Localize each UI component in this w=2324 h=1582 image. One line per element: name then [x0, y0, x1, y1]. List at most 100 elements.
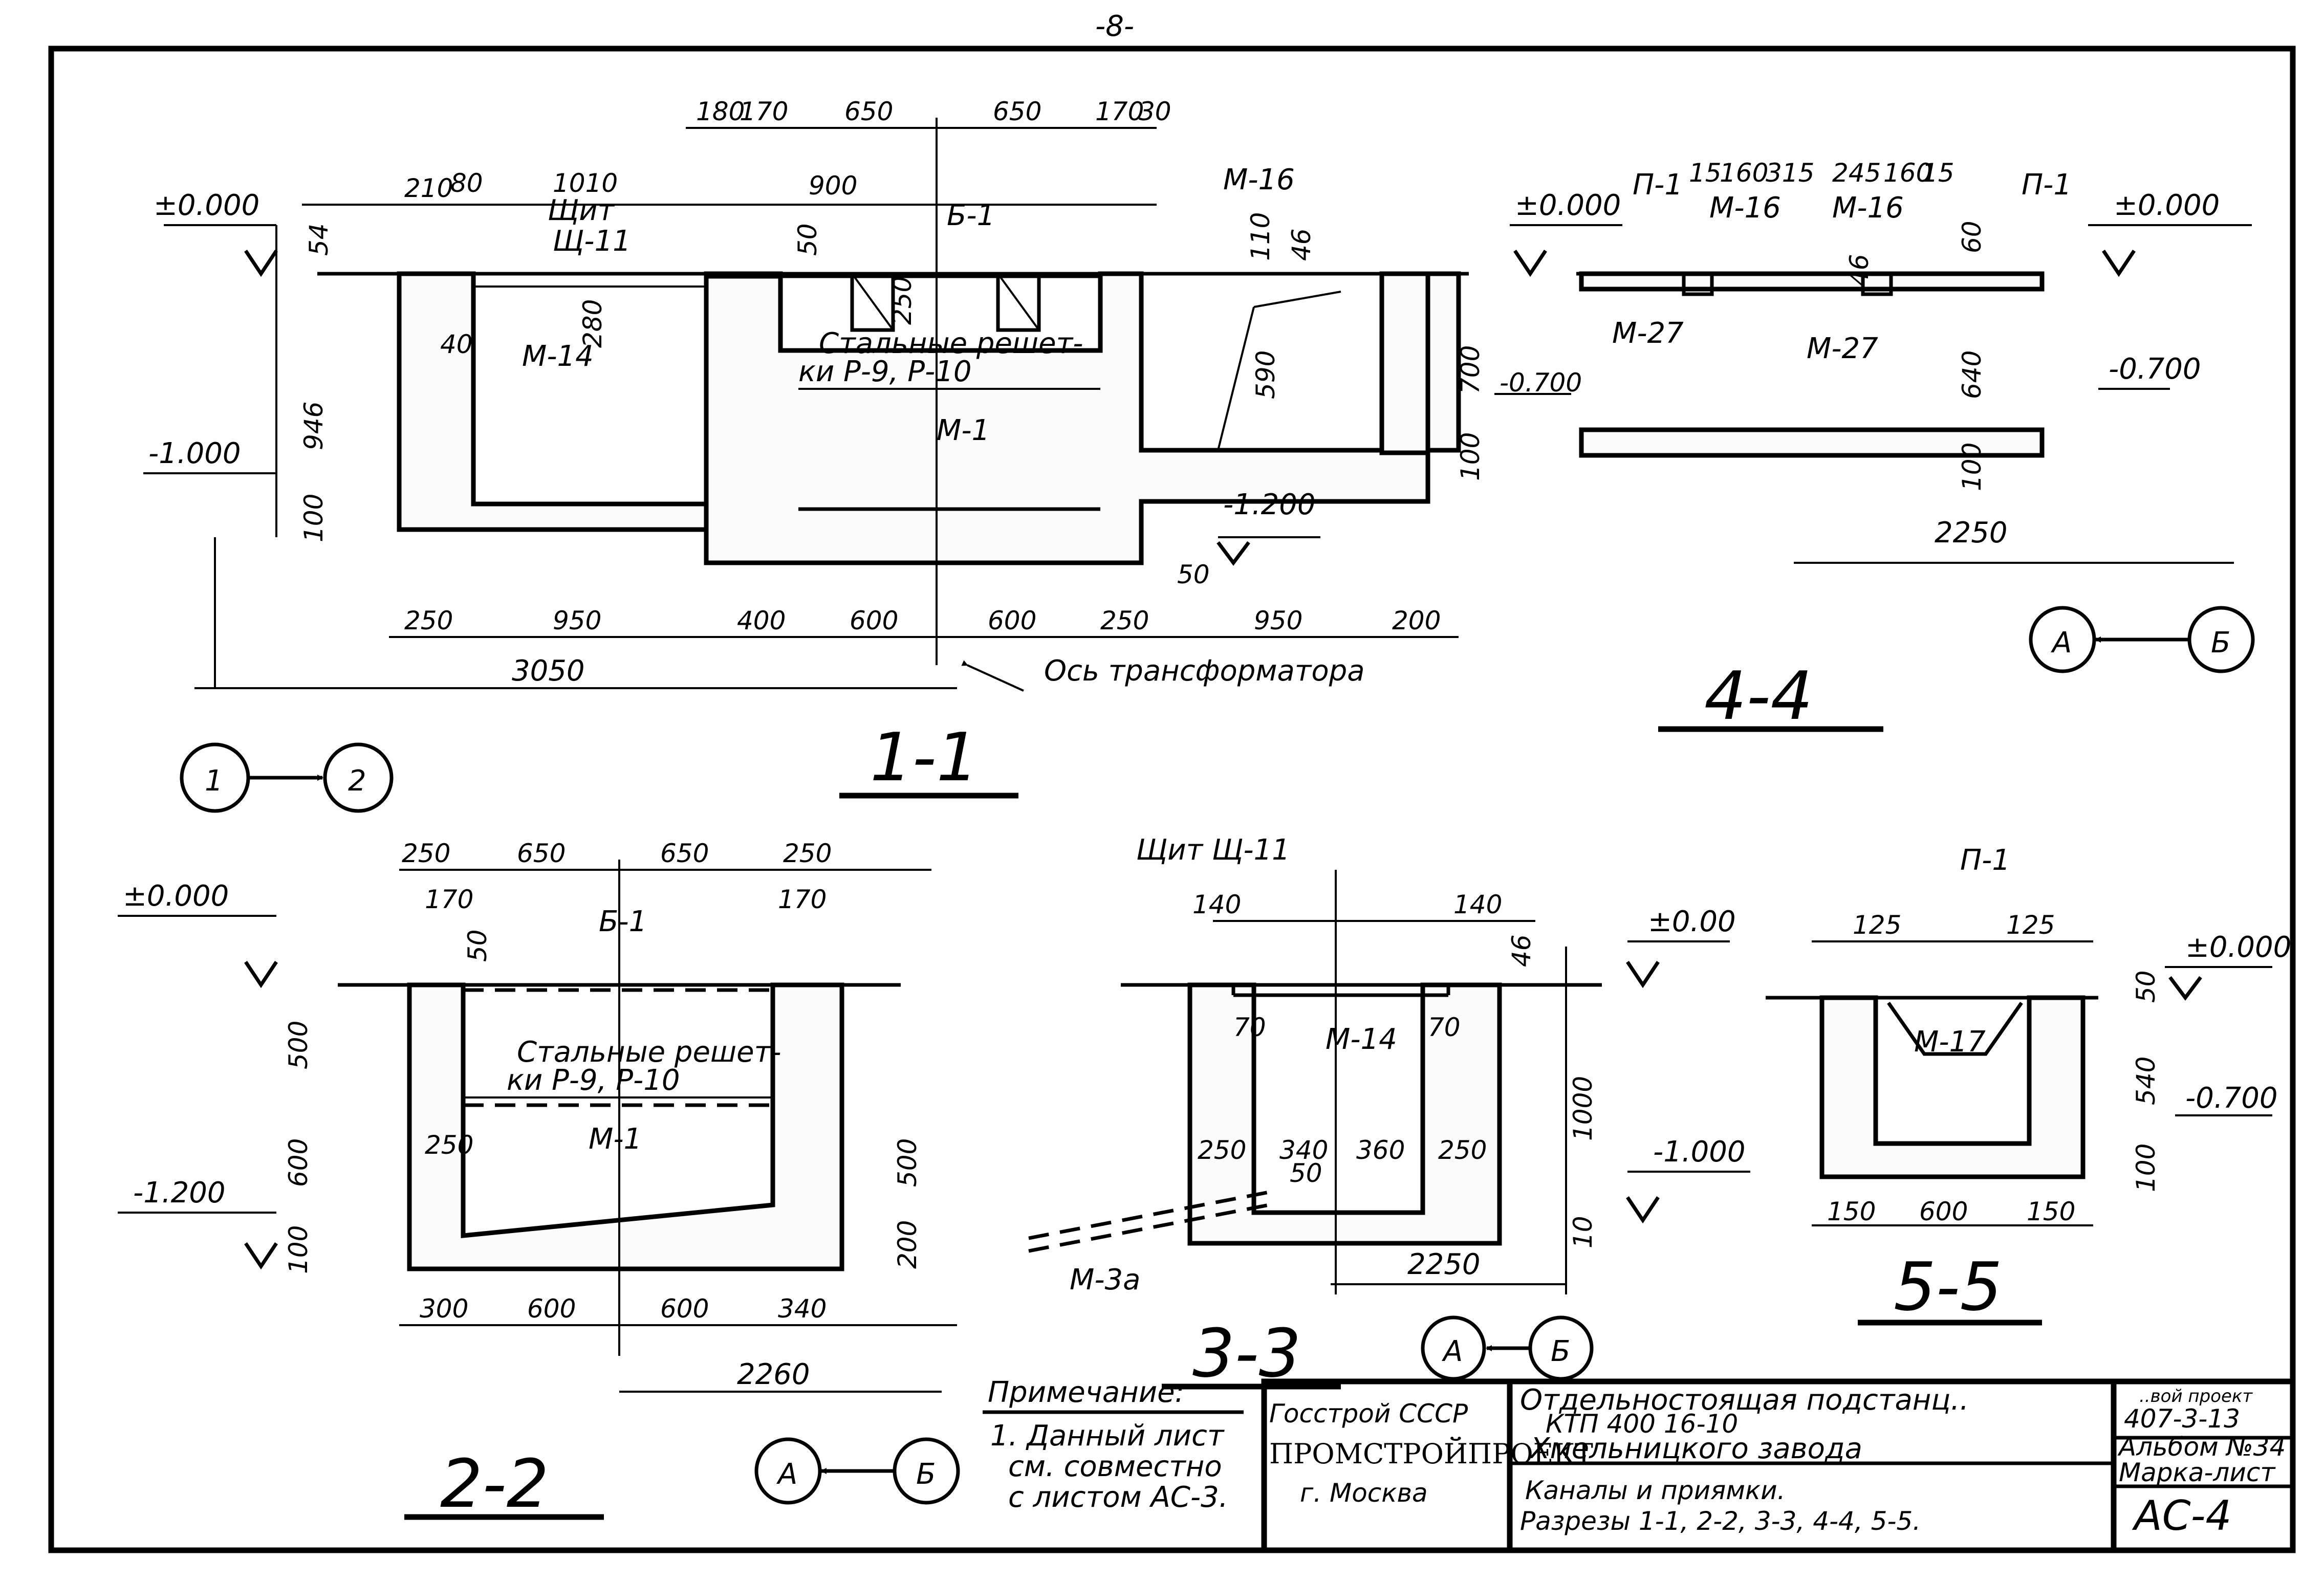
s44-label-p1-r: П-1 [2022, 168, 2072, 202]
s33-axis-a: А [1442, 1335, 1463, 1368]
stamp-sheet-title-2: Разрезы 1-1, 2-2, 3-3, 4-4, 5-5. [1520, 1506, 1921, 1536]
s44-axis-a: А [2051, 626, 2072, 660]
s11-label-shield-code: Щ-11 [553, 225, 631, 258]
s11-bdim-250a: 250 [404, 606, 453, 635]
s33-bdim-250b: 250 [1438, 1135, 1487, 1165]
s11-label-shield: Щит [548, 194, 615, 227]
s22-body [407, 982, 844, 1271]
s44-elev-m700-l: -0.700 [1500, 368, 1582, 398]
s22-vdim-100: 100 [284, 1225, 313, 1274]
s44-label-m16-l: М-16 [1709, 191, 1781, 225]
s44-vdim-60: 60 [1957, 221, 1987, 253]
s22-bdim-340: 340 [778, 1294, 827, 1324]
s55-bdim-150b: 150 [2027, 1197, 2075, 1226]
page-number: -8- [1095, 10, 1134, 43]
sheet-frame [48, 46, 2296, 1553]
s55-elev-top: ±0.000 [2185, 931, 2291, 964]
s11-dim-170b: 170 [1095, 97, 1144, 126]
s44-vdim-46: 46 [1844, 254, 1874, 287]
stamp-typ-number: 407-3-13 [2124, 1404, 2240, 1434]
s11-dim-210: 210 [404, 173, 453, 203]
s55-body [1819, 995, 2086, 1179]
s11-elev-m1200: -1.200 [1223, 488, 1316, 521]
s22-bdim-300: 300 [420, 1294, 468, 1324]
s55-title: 5-5 [1894, 1248, 2002, 1326]
s44-vdim-640: 640 [1957, 350, 1987, 399]
s33-vdim-10: 10 [1568, 1216, 1598, 1248]
s11-vdim-54: 54 [304, 223, 334, 256]
s44-overall: 2250 [1935, 516, 2008, 550]
s11-bdim-400: 400 [737, 606, 786, 635]
stamp-org-3: г. Москва [1300, 1478, 1428, 1508]
s11-dim-30: 30 [1139, 97, 1171, 126]
s11-overall: 3050 [512, 654, 585, 688]
s22-vdim-600: 600 [284, 1138, 313, 1187]
note-title: Примечание: [988, 1376, 1184, 1409]
s11-vdim-40: 40 [440, 329, 473, 359]
s22-dim-650b: 650 [660, 839, 709, 868]
s44-dim-315: 315 [1766, 158, 1814, 188]
s11-elev-m1000: -1.000 [148, 437, 241, 470]
s44-elev-m700-r: -0.700 [2109, 353, 2201, 386]
section-2-2: ±0.000 -1.200 250 650 650 250 170 170 50… [118, 839, 960, 1523]
s22-label-gratings-1: Стальные решет- [517, 1036, 781, 1069]
s22-dim-250b: 250 [783, 839, 832, 868]
s11-wall-center [704, 271, 1461, 565]
s11-vdim-590: 590 [1251, 350, 1280, 399]
s11-vdim-250: 250 [887, 276, 917, 325]
s11-axis-2: 2 [348, 764, 366, 798]
s33-bdim-250a: 250 [1198, 1135, 1246, 1165]
s11-axis-1: 1 [205, 764, 223, 798]
s44-dim-15b: 15 [1922, 158, 1954, 188]
stamp-project-3: Хмельницкого завода [1529, 1432, 1862, 1465]
note-line-2: см. совместно [1008, 1450, 1222, 1483]
s44-axis-b: Б [2211, 626, 2230, 660]
section-4-4: ±0.000 ±0.000 -0.700 -0.700 15 160 315 2… [1494, 158, 2255, 735]
s11-dim-170a: 170 [740, 97, 788, 126]
s22-vdim-500b: 500 [893, 1138, 922, 1187]
s11-dim-1010: 1010 [553, 168, 618, 198]
stamp-org-2: ПРОМСТРОЙПРОЕКТ [1269, 1436, 1593, 1470]
s44-floor [1579, 427, 2045, 458]
s22-dim-50: 50 [463, 929, 492, 962]
stamp-project-1: Отдельностоящая подстанц.. [1520, 1383, 1969, 1417]
s33-dim-46: 46 [1507, 934, 1536, 967]
s44-label-p1-l: П-1 [1633, 168, 1683, 202]
s22-elev-m1200: -1.200 [133, 1176, 226, 1210]
s33-label-70-left: 70 [1233, 1013, 1266, 1042]
s22-label-gratings-2: ки Р-9, Р-10 [507, 1064, 680, 1097]
s33-vdim-50: 50 [1290, 1158, 1322, 1188]
s11-elev-top: ±0.000 [154, 189, 259, 222]
s55-dim-125b: 125 [2006, 910, 2055, 940]
s11-dim-900: 900 [809, 171, 857, 201]
s22-axis-b: Б [916, 1458, 936, 1491]
s22-vdim-200: 200 [893, 1220, 922, 1269]
s33-label-70-right: 70 [1428, 1013, 1461, 1042]
s55-bdim-150a: 150 [1827, 1197, 1876, 1226]
s44-vdim-100: 100 [1957, 443, 1987, 491]
s11-axis-label: Ось трансформатора [1044, 654, 1365, 688]
s44-dim-160b: 160 [1883, 158, 1932, 188]
note-block: Примечание: 1. Данный лист см. совместно… [983, 1376, 1244, 1514]
s11-vdim-50: 50 [793, 223, 822, 256]
s11-label-m1: М-1 [937, 414, 990, 447]
s11-bdim-250b: 250 [1100, 606, 1149, 635]
s11-vdim-46: 46 [1287, 228, 1316, 261]
s11-vdim-280: 280 [578, 299, 607, 348]
s11-dim-80: 80 [450, 168, 483, 198]
s11-bdim-200: 200 [1392, 606, 1441, 635]
s55-label-p1: П-1 [1960, 844, 2010, 877]
s22-vdim-250: 250 [425, 1130, 473, 1160]
stamp-project-2: КТП 400 16-10 [1546, 1409, 1738, 1439]
s22-label-m1: М-1 [589, 1123, 642, 1156]
s33-overall: 2250 [1407, 1248, 1481, 1281]
s22-dim-650a: 650 [517, 839, 566, 868]
s11-label-b1: Б-1 [947, 199, 995, 232]
s11-bdim-950b: 950 [1254, 606, 1302, 635]
s44-elev-top-r: ±0.000 [2114, 189, 2220, 222]
s44-label-m27-l: М-27 [1612, 317, 1684, 350]
section-3-3: ±0.00 -1.000 140 140 46 1000 50 10 250 3… [1028, 833, 1750, 1392]
s11-dim-650b: 650 [993, 97, 1041, 126]
s22-dim-170a: 170 [425, 885, 473, 914]
